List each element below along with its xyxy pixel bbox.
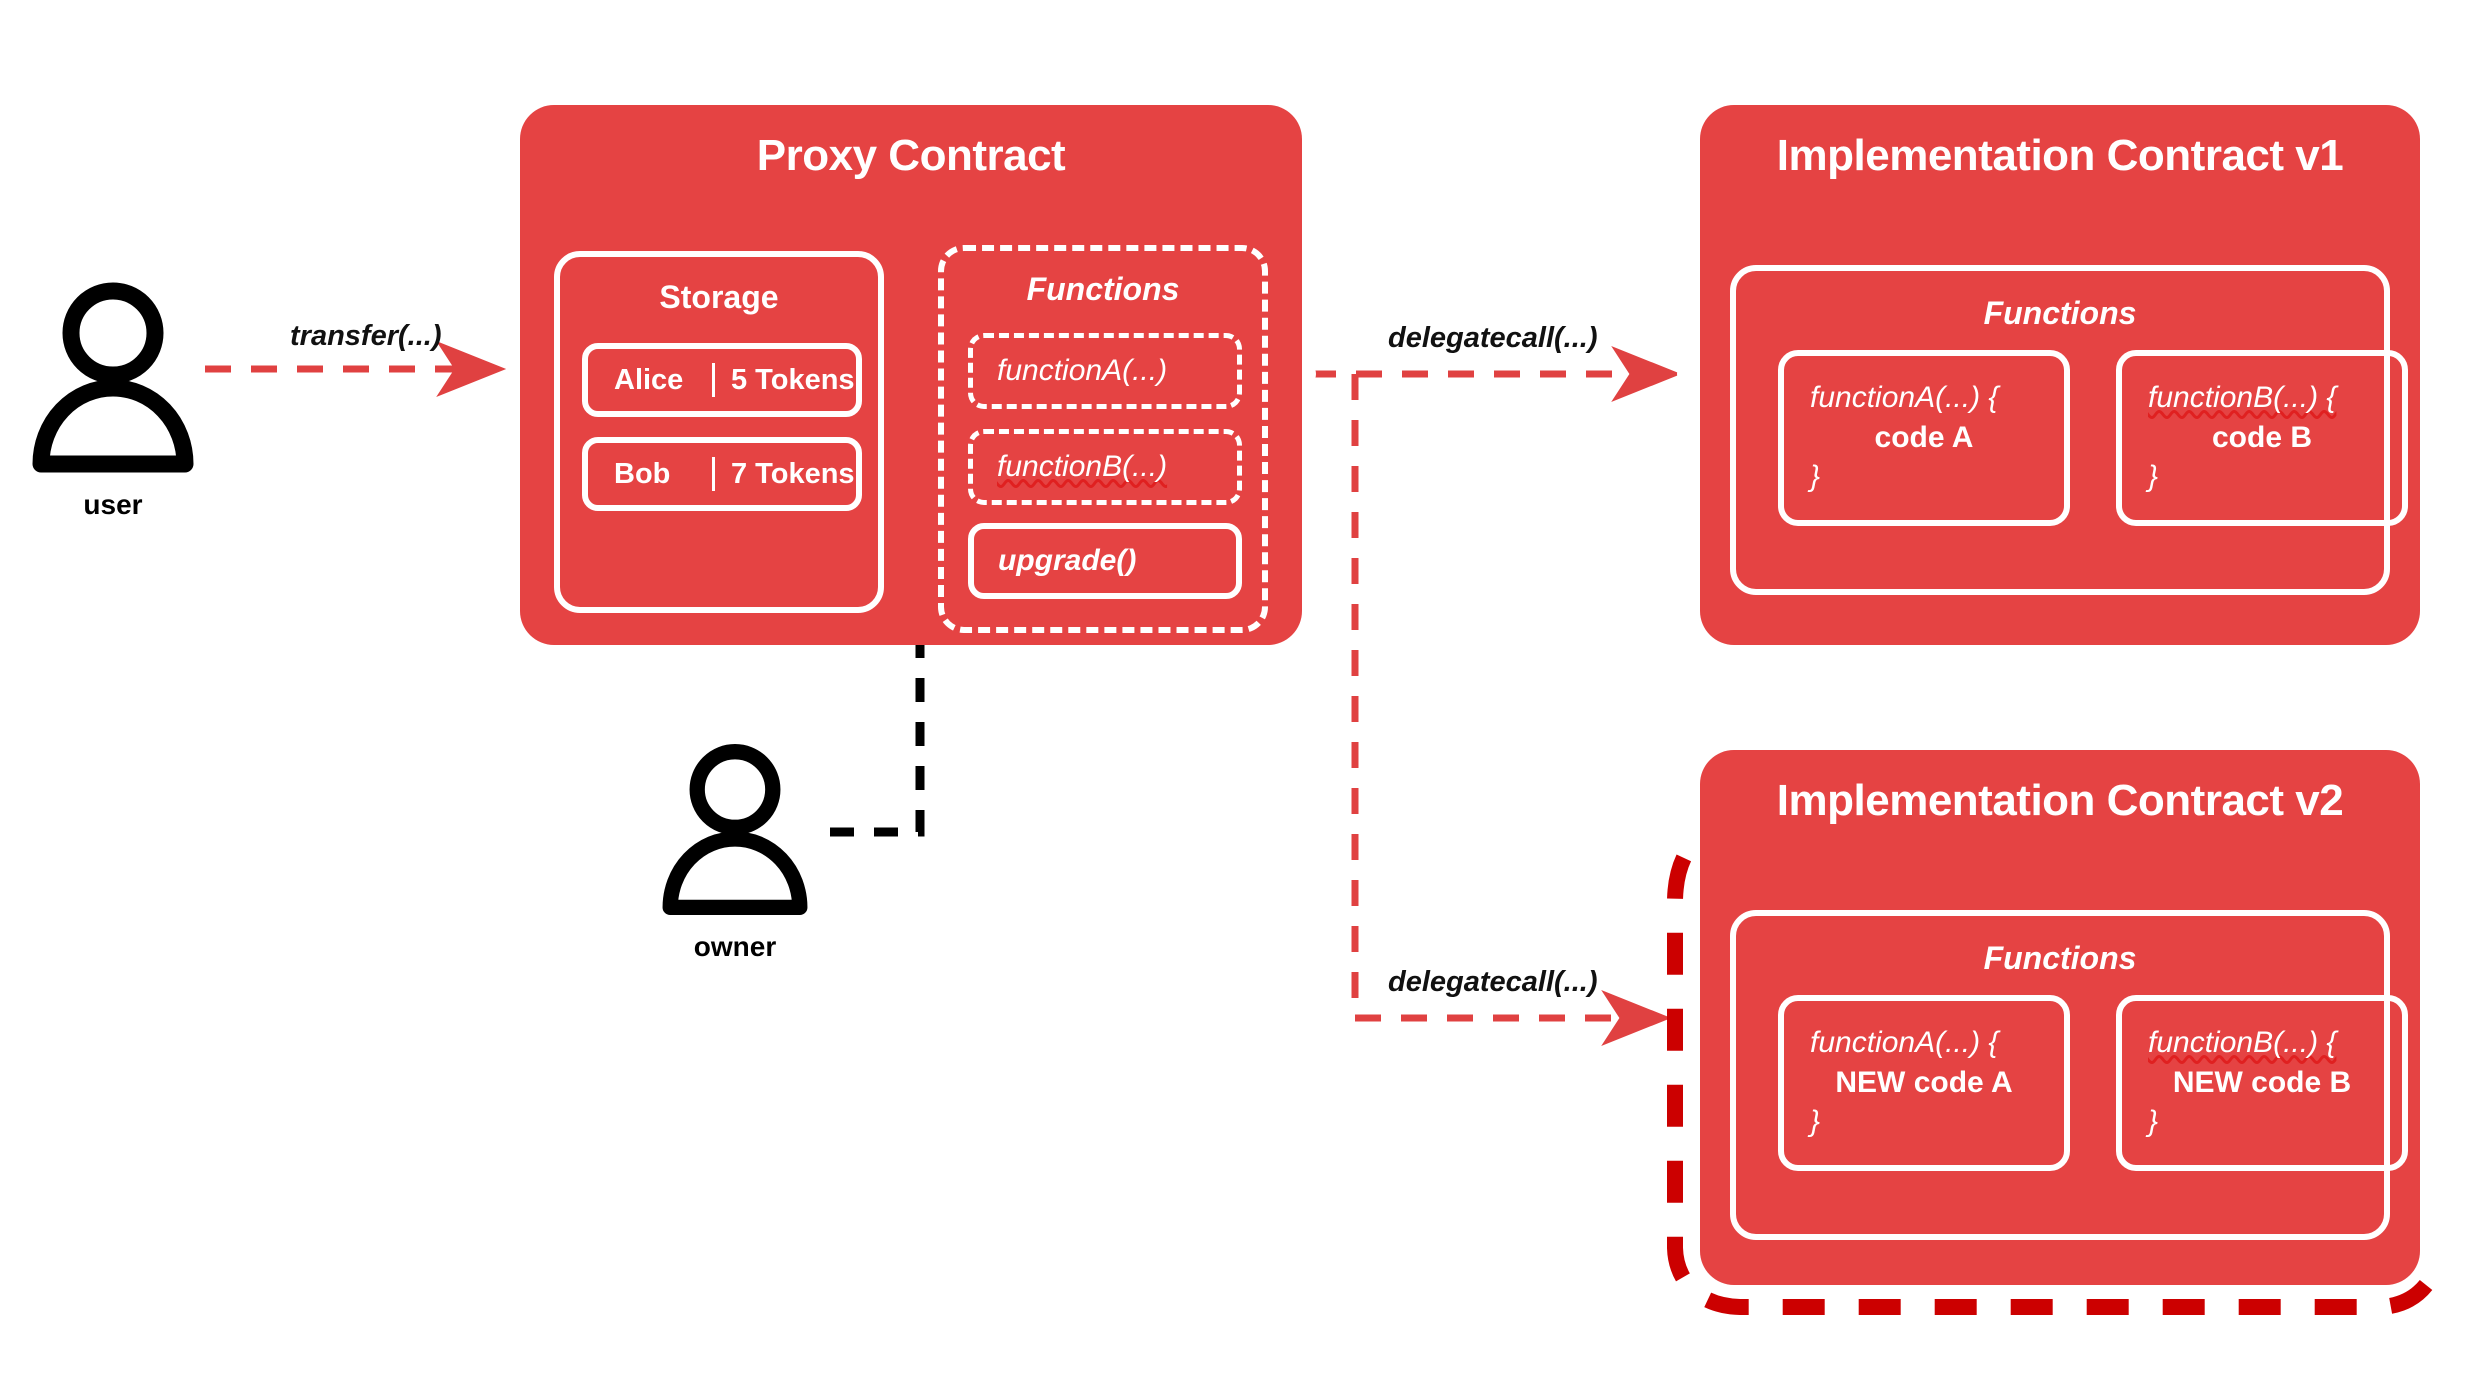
edge-label-delegatecall-v2: delegatecall(...) [1388, 966, 1598, 998]
function-close-brace: } [1810, 1105, 1821, 1139]
implementation-v2-functionB[interactable]: functionB(...) { NEW code B } [2116, 995, 2408, 1171]
proxy-functions-title: Functions [1026, 271, 1180, 307]
function-close-brace: } [1810, 460, 1821, 494]
actor-user: user [18, 278, 208, 521]
proxy-function-functionA[interactable]: functionA(...) [968, 333, 1242, 409]
actor-user-label: user [83, 489, 143, 520]
function-signature: functionB(...) { [2148, 1026, 2337, 1059]
storage-row-bob[interactable]: Bob 7 Tokens [582, 437, 862, 511]
implementation-v2[interactable]: Implementation Contract v2 Functions fun… [1700, 750, 2420, 1285]
storage-row-name: Bob [614, 457, 671, 490]
function-body: code A [1874, 420, 1974, 454]
edge-label-transfer: transfer(...) [290, 320, 442, 352]
function-signature: functionA(...) { [1810, 381, 1999, 414]
implementation-v1-title: Implementation Contract v1 [1776, 131, 2344, 180]
person-icon [662, 744, 808, 916]
implementation-v1-functions-title: Functions [1983, 295, 2137, 331]
proxy-function-label: functionB(...) [997, 450, 1168, 483]
storage-row-value: 7 Tokens [731, 457, 855, 490]
implementation-v2-functions-panel: Functions [1730, 910, 2390, 1240]
storage-row-alice[interactable]: Alice 5 Tokens [582, 343, 862, 417]
function-signature: functionA(...) { [1810, 1026, 1999, 1059]
proxy-storage-title: Storage [659, 279, 779, 315]
proxy-contract-title: Proxy Contract [756, 131, 1066, 180]
implementation-v1-functions-panel: Functions [1730, 265, 2390, 595]
proxy-contract[interactable]: Proxy Contract Storage Alice 5 Tokens Bo… [520, 105, 1302, 645]
edge-delegatecall-v2 [1351, 374, 1672, 1046]
proxy-storage-panel: Storage Alice 5 Tokens Bob 7 Tokens [554, 251, 884, 613]
function-body: code B [2211, 420, 2313, 454]
implementation-v2-title: Implementation Contract v2 [1776, 776, 2344, 825]
proxy-function-label: functionA(...) [997, 354, 1168, 387]
implementation-v2-functions-title: Functions [1983, 940, 2137, 976]
function-body: NEW code B [2172, 1065, 2352, 1099]
edge-label-delegatecall-v1: delegatecall(...) [1388, 322, 1598, 354]
implementation-v1-functionB[interactable]: functionB(...) { code B } [2116, 350, 2408, 526]
storage-row-separator [712, 457, 715, 491]
implementation-v1-functionA[interactable]: functionA(...) { code A } [1778, 350, 2070, 526]
implementation-v2-functionA[interactable]: functionA(...) { NEW code A } [1778, 995, 2070, 1171]
implementation-v1[interactable]: Implementation Contract v1 Functions fun… [1700, 105, 2420, 645]
upgrade-function[interactable]: upgrade() [968, 523, 1242, 599]
person-icon [32, 282, 194, 473]
function-body: NEW code A [1835, 1065, 2013, 1099]
proxy-function-label: upgrade() [998, 544, 1137, 577]
actor-owner: owner [640, 740, 830, 963]
storage-row-separator [712, 363, 715, 397]
proxy-function-functionB[interactable]: functionB(...) [968, 429, 1242, 505]
function-signature: functionB(...) { [2148, 381, 2337, 414]
function-close-brace: } [2148, 460, 2159, 494]
actor-owner-label: owner [693, 931, 777, 962]
storage-row-value: 5 Tokens [731, 363, 855, 396]
function-close-brace: } [2148, 1105, 2159, 1139]
storage-row-name: Alice [614, 363, 684, 396]
proxy-functions-panel: Functions functionA(...) functionB(...) … [938, 245, 1268, 633]
